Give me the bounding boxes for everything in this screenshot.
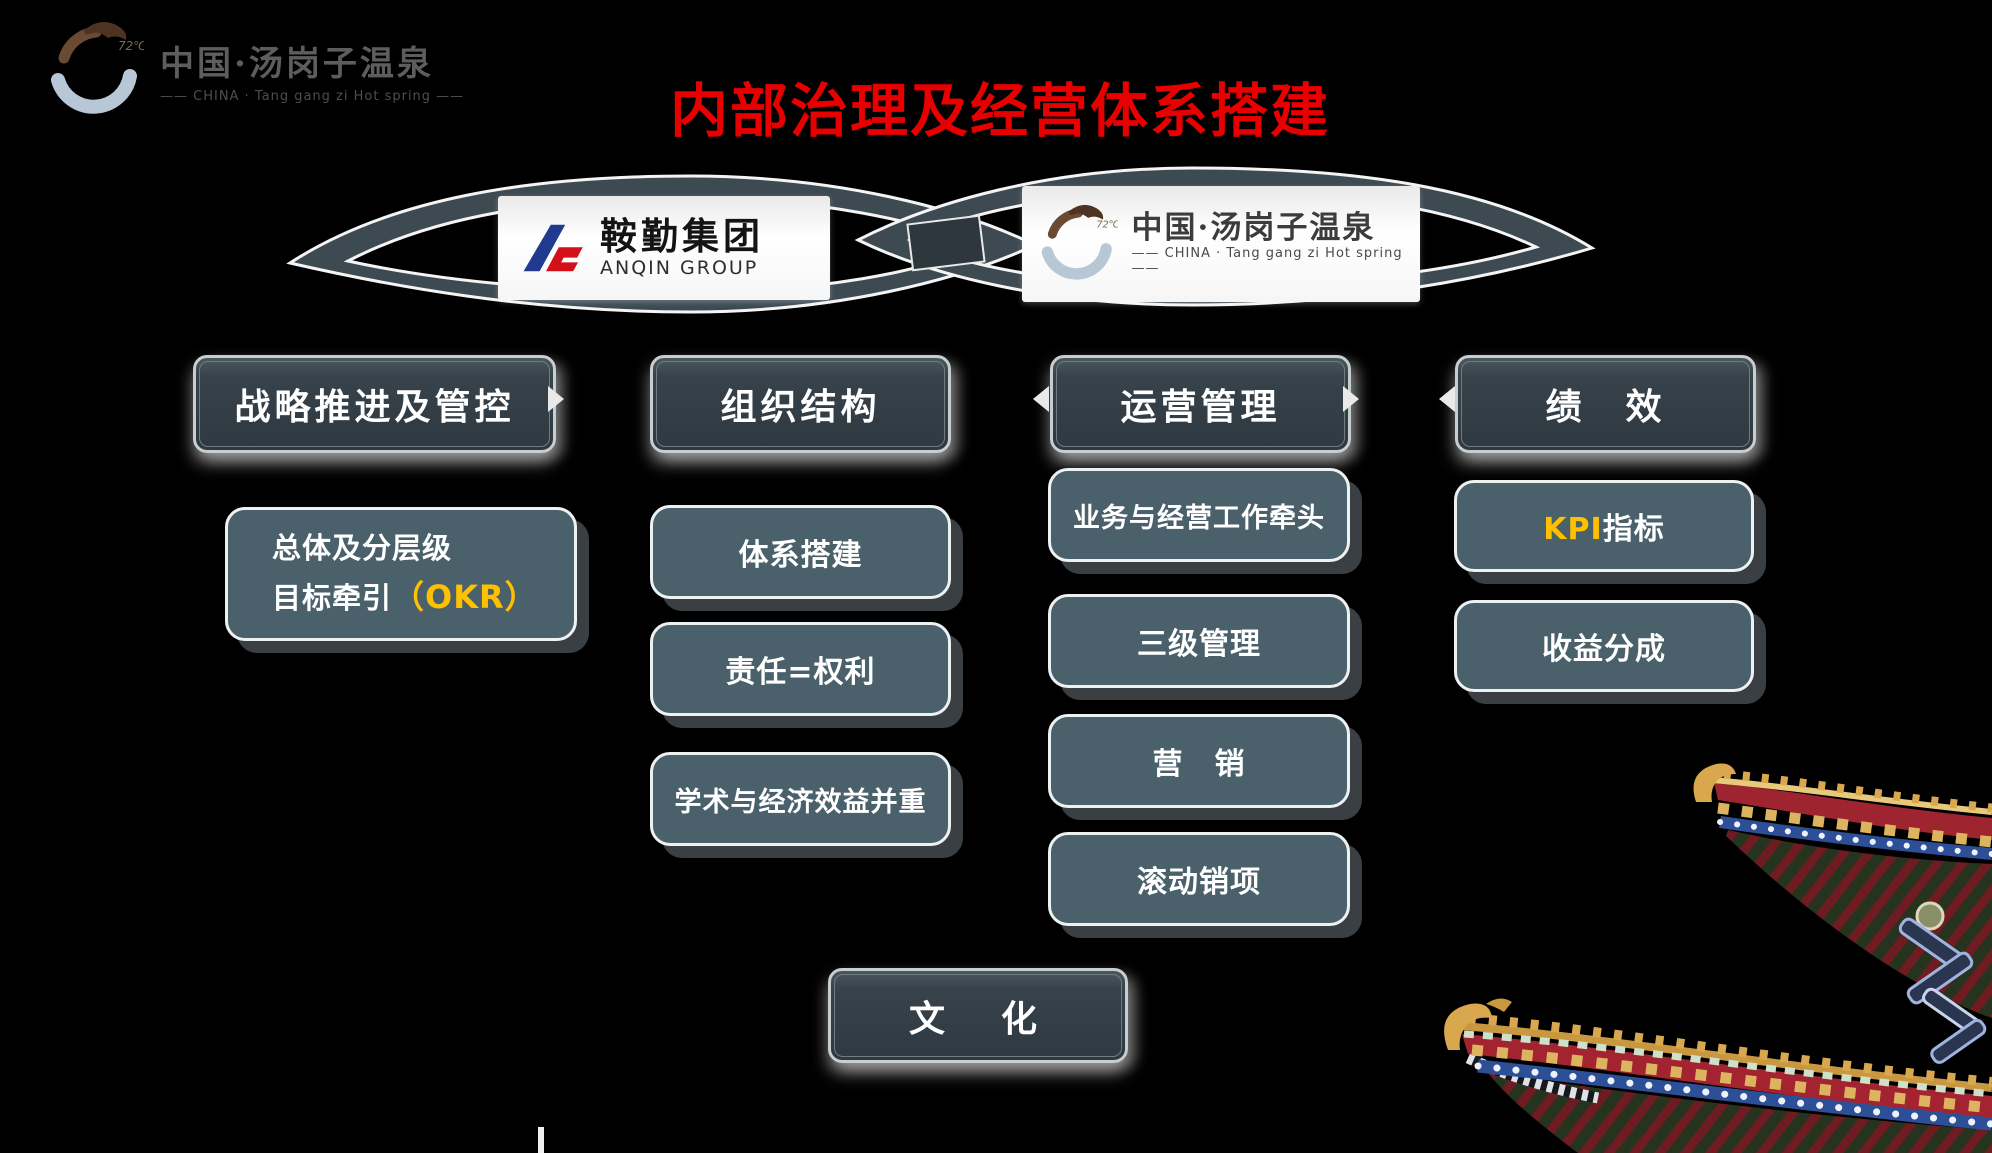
header-operations: 运营管理 [1050, 355, 1351, 453]
node-label: 营 销 [1152, 747, 1246, 782]
okr-line2: 目标牵引（OKR） [272, 572, 538, 624]
node-label: 滚动销项 [1137, 865, 1261, 900]
node-academic-economic: 学术与经济效益并重 [650, 752, 951, 846]
kpi-text: 指标 [1602, 512, 1665, 547]
header-organization-label: 组织结构 [720, 387, 881, 428]
anqin-card: 鞍勤集团 ANQIN GROUP [498, 196, 830, 300]
node-rolling-sales: 滚动销项 [1048, 832, 1350, 926]
anqin-name-en: ANQIN GROUP [600, 257, 759, 280]
culture-box: 文 化 [828, 968, 1128, 1063]
kpi-label: KPI指标 [1543, 504, 1664, 548]
connector-arrow-icon [1033, 386, 1049, 412]
hotspring-text: 中国·汤岗子温泉 —— CHINA · Tang gang zi Hot spr… [1132, 212, 1420, 277]
node-okr-goals: 总体及分层级 目标牵引（OKR） [225, 507, 577, 641]
hotspring-brush-icon [44, 20, 144, 120]
anqin-text: 鞍勤集团 ANQIN GROUP [600, 213, 764, 280]
header-performance-label: 绩 效 [1545, 387, 1666, 428]
connector-arrow-icon [1343, 386, 1359, 412]
hotspring-card: 中国·汤岗子温泉 —— CHINA · Tang gang zi Hot spr… [1022, 186, 1420, 302]
node-label: 收益分成 [1542, 632, 1666, 667]
node-revenue-share: 收益分成 [1454, 600, 1754, 692]
node-kpi: KPI指标 [1454, 480, 1754, 572]
brand-block: 中国·汤岗子温泉 —— CHINA · Tang gang zi Hot spr… [44, 20, 464, 120]
brand-text: 中国·汤岗子温泉 —— CHINA · Tang gang zi Hot spr… [160, 44, 465, 105]
node-label: 三级管理 [1137, 627, 1261, 662]
brand-title: 中国·汤岗子温泉 [160, 44, 434, 84]
node-marketing: 营 销 [1048, 714, 1350, 808]
header-strategy-label: 战略推进及管控 [234, 387, 515, 428]
page-title: 内部治理及经营体系搭建 [669, 77, 1330, 145]
hotspring-name: 中国·汤岗子温泉 [1131, 209, 1376, 246]
node-label: 体系搭建 [738, 538, 863, 573]
node-responsibility-rights: 责任=权利 [650, 622, 951, 716]
node-label: 学术与经济效益并重 [674, 786, 927, 818]
connector-arrow-icon [548, 386, 564, 412]
node-system-building: 体系搭建 [650, 505, 951, 599]
lower-eave [1444, 998, 1992, 1153]
temple-eaves-illustration [1444, 763, 1992, 1153]
hotspring-logo-icon [1036, 201, 1118, 287]
header-performance: 绩 效 [1455, 355, 1756, 453]
hotspring-name-en: —— CHINA · Tang gang zi Hot spring —— [1131, 246, 1403, 277]
upper-eave [1693, 763, 1992, 1018]
bottom-tick-mark [538, 1127, 544, 1153]
node-three-level-management: 三级管理 [1048, 594, 1350, 688]
kpi-highlight: KPI [1543, 512, 1603, 547]
header-strategy: 战略推进及管控 [193, 355, 556, 453]
culture-label: 文 化 [908, 998, 1047, 1040]
node-business-lead: 业务与经营工作牵头 [1048, 468, 1350, 562]
header-operations-label: 运营管理 [1120, 387, 1281, 428]
anqin-name: 鞍勤集团 [600, 213, 764, 258]
bracket-cluster [1898, 901, 1987, 1064]
header-organization: 组织结构 [650, 355, 951, 453]
connector-arrow-icon [1439, 386, 1455, 412]
node-label: 业务与经营工作牵头 [1073, 502, 1325, 534]
okr-line2-text: 目标牵引 [272, 580, 393, 615]
okr-line1: 总体及分层级 [272, 530, 453, 565]
node-label: 责任=权利 [725, 655, 876, 690]
okr-highlight: （OKR） [392, 577, 538, 616]
anqin-logo-icon [523, 224, 583, 272]
brand-subtitle: —— CHINA · Tang gang zi Hot spring —— [160, 89, 465, 105]
